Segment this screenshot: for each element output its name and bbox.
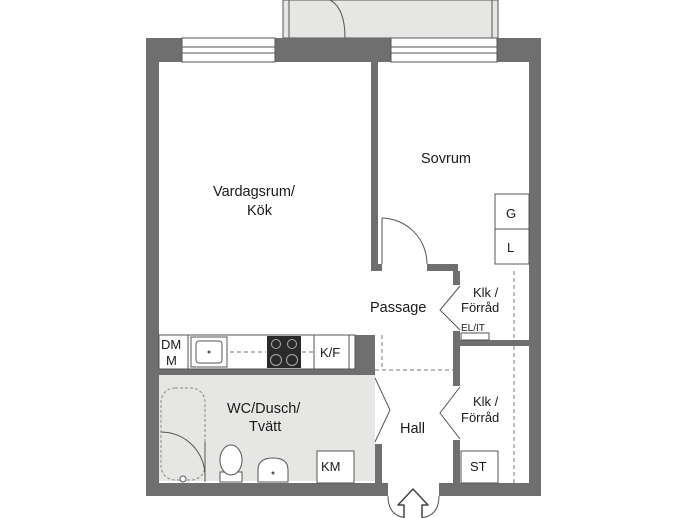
fixture-label-g: G bbox=[506, 206, 516, 221]
room-label-hall: Hall bbox=[400, 421, 425, 437]
room-label-living-line2: Kök bbox=[247, 203, 273, 219]
dashed-boundaries bbox=[375, 271, 515, 483]
room-label-closet1-line1: Klk / bbox=[473, 285, 499, 300]
fixture-label-dm: DM bbox=[161, 337, 181, 352]
room-label-living-line1: Vardagsrum/ bbox=[213, 184, 296, 200]
fixture-label-m: M bbox=[166, 353, 177, 368]
fixture-label-st: ST bbox=[470, 459, 487, 474]
balcony bbox=[282, 0, 499, 39]
room-label-bedroom: Sovrum bbox=[421, 151, 471, 167]
stove-icon bbox=[267, 336, 301, 368]
outer-walls bbox=[146, 38, 541, 496]
room-label-closet2-line2: Förråd bbox=[461, 410, 499, 425]
window-bedroom bbox=[390, 37, 498, 63]
fixture-label-l: L bbox=[507, 240, 514, 255]
interior-walls bbox=[159, 62, 529, 483]
closet2-door bbox=[439, 386, 461, 440]
fixture-label-elit: EL/IT bbox=[461, 323, 485, 334]
shower-area bbox=[160, 387, 206, 483]
toilet-icon bbox=[219, 444, 243, 483]
entry-arrow-icon bbox=[397, 488, 429, 518]
room-label-bathroom-line2: Tvätt bbox=[249, 419, 281, 435]
room-label-bathroom-line1: WC/Dusch/ bbox=[227, 401, 301, 417]
entry-door bbox=[387, 488, 440, 518]
closet1-door bbox=[439, 285, 461, 331]
window-living bbox=[181, 37, 276, 63]
fixture-label-kf: K/F bbox=[320, 345, 340, 360]
washing-machine bbox=[316, 450, 355, 484]
sink-icon bbox=[190, 336, 228, 368]
bathroom-door bbox=[374, 377, 391, 443]
room-label-passage: Passage bbox=[370, 300, 426, 316]
washbasin-icon bbox=[257, 457, 289, 483]
electrical-cabinet bbox=[460, 332, 490, 341]
fixture-label-km: KM bbox=[321, 459, 341, 474]
bedroom-door bbox=[381, 217, 428, 265]
wardrobe-units bbox=[494, 193, 530, 265]
room-label-closet2-line1: Klk / bbox=[473, 394, 499, 409]
room-label-closet1-line2: Förråd bbox=[461, 300, 499, 315]
storage-shelf bbox=[460, 450, 499, 484]
